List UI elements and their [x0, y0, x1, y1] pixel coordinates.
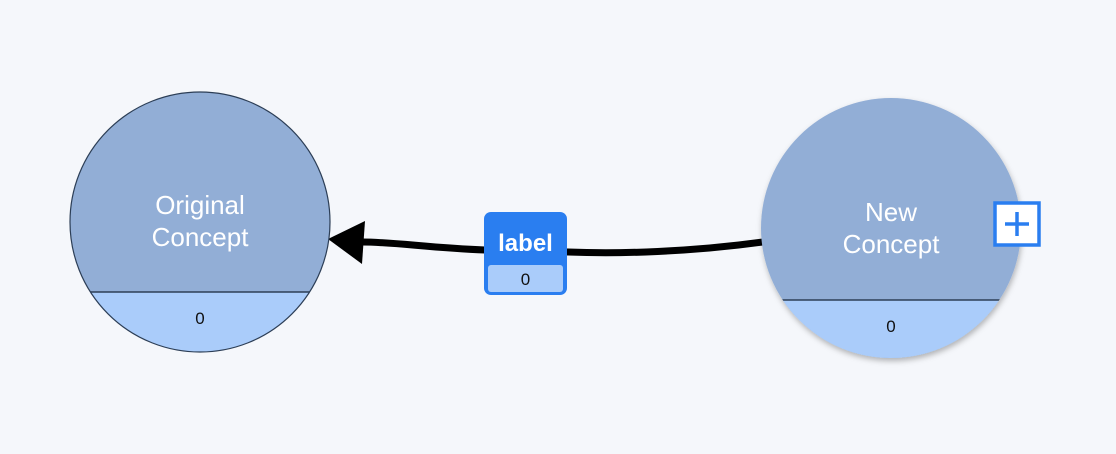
- node-count: 0: [195, 309, 204, 328]
- node-count: 0: [886, 317, 895, 336]
- link-count: 0: [521, 270, 530, 289]
- node-title-line-2: Concept: [152, 222, 250, 252]
- link-count-section: [488, 265, 563, 292]
- expand-node-button[interactable]: [993, 201, 1041, 247]
- node-title-line-1: New: [865, 197, 917, 227]
- arrowhead-icon: [328, 221, 365, 264]
- node-circle[interactable]: [70, 92, 330, 352]
- concept-node-original[interactable]: Original Concept 0: [60, 91, 350, 372]
- node-count-section: [70, 292, 330, 352]
- edge-line[interactable]: [358, 238, 767, 257]
- node-title-line-2: Concept: [843, 229, 941, 259]
- link-label-badge[interactable]: label 0: [484, 212, 567, 295]
- node-title-line-1: Original: [155, 190, 245, 220]
- node-outline: [69, 91, 331, 353]
- relation-edge[interactable]: [328, 221, 767, 264]
- link-label: label: [498, 230, 553, 257]
- node-count-section: [761, 300, 1021, 358]
- node-circle[interactable]: [761, 98, 1021, 358]
